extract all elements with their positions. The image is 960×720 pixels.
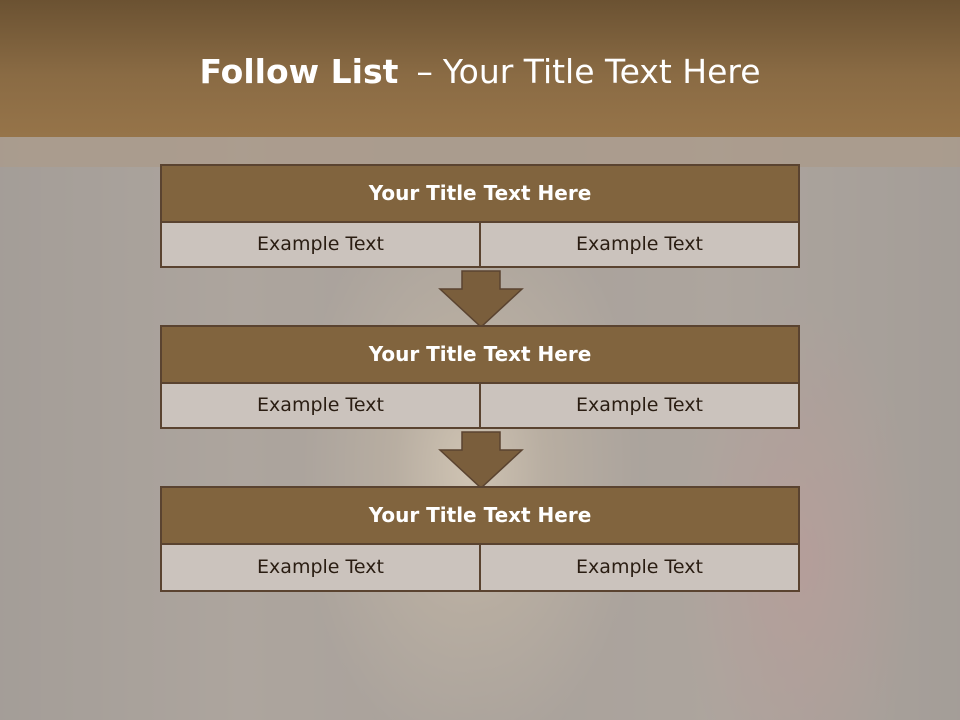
slide-title-separator: – xyxy=(416,52,433,91)
down-arrow-icon xyxy=(438,270,524,328)
step-1-right-text: Example Text xyxy=(481,223,798,266)
step-2-right-text: Example Text xyxy=(481,384,798,427)
step-3-left-text: Example Text xyxy=(162,545,479,590)
step-box-1: Your Title Text Here Example Text Exampl… xyxy=(160,164,800,268)
slide-title: Follow List–Your Title Text Here xyxy=(0,52,960,91)
step-box-3: Your Title Text Here Example Text Exampl… xyxy=(160,486,800,592)
title-bar-band xyxy=(0,137,960,167)
step-title-2: Your Title Text Here xyxy=(162,327,798,382)
step-title-3: Your Title Text Here xyxy=(162,488,798,543)
down-arrow-icon xyxy=(438,431,524,489)
title-bar xyxy=(0,0,960,137)
step-2-left-text: Example Text xyxy=(162,384,479,427)
step-title-1: Your Title Text Here xyxy=(162,166,798,221)
step-box-2: Your Title Text Here Example Text Exampl… xyxy=(160,325,800,429)
slide-title-main: Follow List xyxy=(199,52,399,91)
slide-title-sub: Your Title Text Here xyxy=(442,52,761,91)
step-3-right-text: Example Text xyxy=(481,545,798,590)
step-1-left-text: Example Text xyxy=(162,223,479,266)
